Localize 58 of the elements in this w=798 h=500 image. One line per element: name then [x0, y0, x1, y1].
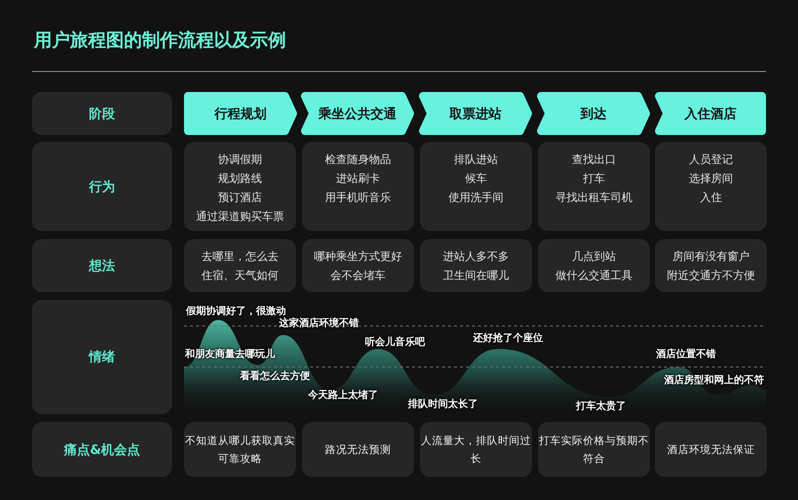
- emotion-annotation: 假期协调好了，很激动: [186, 306, 286, 317]
- card-text: 寻找出租车司机: [556, 190, 632, 206]
- stage-banner: [184, 92, 297, 135]
- card-text: 卫生间在哪儿: [443, 268, 509, 284]
- card-text: 规划路线: [218, 171, 262, 187]
- card-text: 做什么交通工具: [556, 268, 632, 284]
- emotion-annotation: 排队时间太长了: [408, 399, 478, 411]
- card-text: 用手机听音乐: [325, 190, 391, 206]
- row-header-label: 行为: [89, 178, 115, 196]
- stage-label: 入住酒店: [684, 106, 736, 122]
- card-text: 进站刷卡: [336, 171, 380, 187]
- emotion-annotation: 还好抢了个座位: [473, 333, 543, 345]
- card-text: 协调假期: [218, 152, 262, 168]
- emotion-annotation: 看看怎么去方便: [240, 371, 310, 383]
- page-title: 用户旅程图的制作流程以及示例: [34, 30, 286, 52]
- stage-banner: [655, 92, 766, 135]
- stage-banner: [301, 92, 414, 135]
- stage-banner: [537, 92, 650, 135]
- emotion-annotation: 今天路上太堵了: [308, 390, 378, 402]
- card-text: 排队进站: [454, 152, 498, 168]
- card-text: 哪种乘坐方式更好: [314, 248, 402, 264]
- emotion-annotation: 听会儿音乐吧: [365, 337, 425, 349]
- card-text: 打车: [583, 171, 605, 187]
- card-text: 房间有没有窗户: [672, 248, 750, 264]
- stage-label: 到达: [580, 106, 606, 122]
- stage-label: 取票进站: [450, 106, 502, 122]
- card-text: 住宿、天气如何: [202, 268, 278, 284]
- card-text: 预订酒店: [218, 190, 262, 206]
- card-text: 酒店环境无法保证: [667, 442, 755, 458]
- emotion-annotation: 打车太贵了: [576, 401, 626, 413]
- card-text: 入住: [700, 190, 722, 206]
- card-text: 查找出口: [572, 152, 616, 168]
- emotion-annotation: 这家酒店环境不错: [279, 318, 359, 330]
- card-text: 去哪里，怎么去: [202, 248, 278, 264]
- row-header-label: 想法: [89, 258, 115, 274]
- card-text: 候车: [465, 171, 487, 187]
- row-header-label: 阶段: [89, 106, 115, 122]
- card-text: 附近交通方不方便: [667, 268, 755, 284]
- card-text: 路况无法预测: [325, 442, 391, 458]
- card-text: 进站人多不多: [443, 248, 509, 264]
- card-text: 通过渠道购买车票: [196, 209, 284, 225]
- stage-banner: [419, 92, 532, 135]
- card-text: 检查随身物品: [325, 152, 391, 168]
- emotion-annotation: 酒店位置不错: [656, 349, 716, 361]
- emotion-annotation: 和朋友商量去哪玩儿: [185, 349, 275, 361]
- card-text: 打车实际价格与预期不符合: [539, 434, 649, 466]
- card-text: 会不会堵车: [330, 268, 386, 284]
- card-text: 人流量大，排队时间过长: [421, 434, 531, 466]
- card-text: 几点到站: [572, 248, 616, 264]
- card-text: 人员登记: [689, 152, 733, 168]
- stage-label: 乘坐公共交通: [318, 106, 396, 122]
- card-text: 使用洗手间: [448, 190, 504, 206]
- stage-label: 行程规划: [214, 106, 266, 122]
- card-text: 选择房间: [689, 171, 733, 187]
- row-header-label: 情绪: [89, 349, 115, 366]
- emotion-annotation: 酒店房型和网上的不符: [664, 375, 764, 387]
- row-header-label: 痛点&机会点: [64, 442, 140, 458]
- card-text: 不知道从哪儿获取真实可靠攻略: [185, 434, 295, 466]
